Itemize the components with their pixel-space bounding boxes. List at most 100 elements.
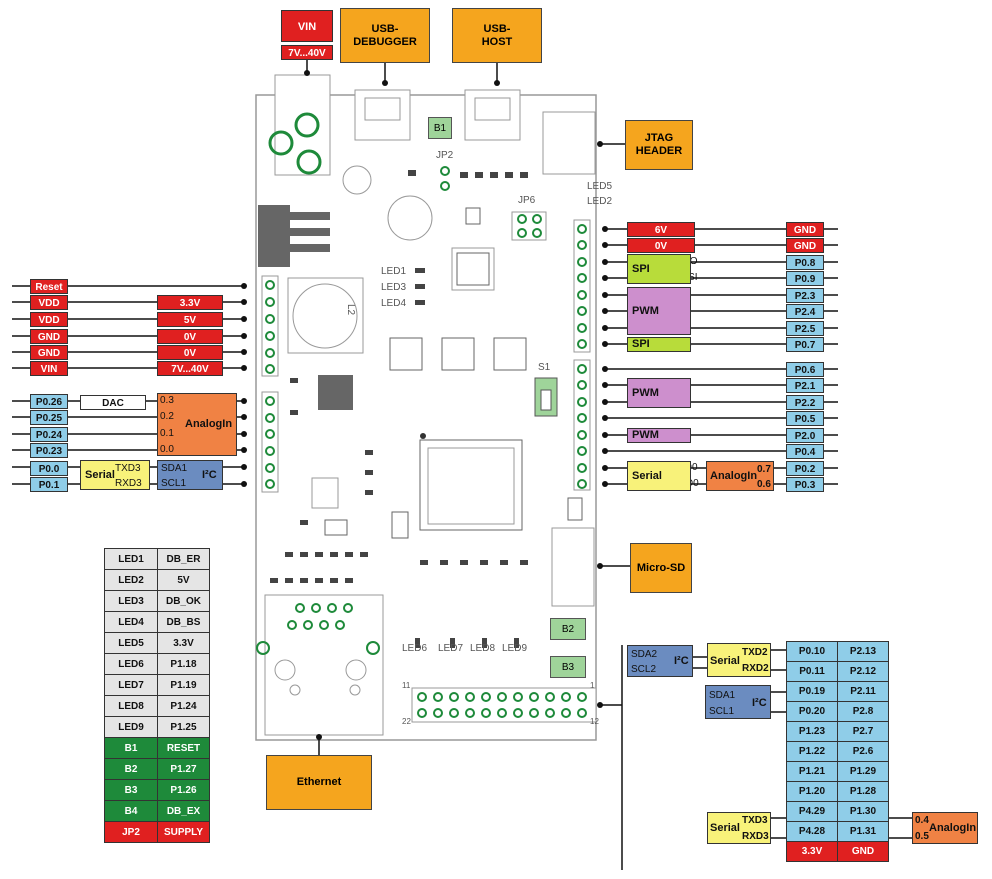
power-pin-name: VDD (30, 312, 68, 327)
txd3-left: TXD3 (115, 463, 141, 474)
ethernet-label: Ethernet (266, 755, 372, 810)
left-power-dot (241, 333, 247, 339)
spi-label-1: SPI (632, 263, 650, 275)
serial-right-label: Serial (632, 470, 662, 482)
led1-silk: LED1 (381, 266, 407, 277)
l2-silk: L2 (345, 303, 357, 316)
header-pin-left: P0.19 (786, 681, 838, 702)
vin-range-label: 7V...40V (281, 45, 333, 60)
right-pin-name: P2.5 (786, 321, 824, 336)
legend-value: P1.24 (157, 695, 210, 717)
legend-name: B2 (104, 758, 158, 780)
legend-value: DB_OK (157, 590, 210, 612)
serial-left-box: Serial TXD3 RXD3 (80, 460, 150, 490)
header-pin-hole (561, 692, 571, 702)
serial2-box: Serial TXD2 RXD2 (707, 643, 771, 677)
led8-silk: LED8 (470, 643, 496, 654)
power-pin-name: GND (30, 329, 68, 344)
left-analog-dot (241, 431, 247, 437)
legend-name: LED7 (104, 674, 158, 696)
header-pin-hole (481, 708, 491, 718)
header-pin-hole (513, 692, 523, 702)
analog-in-left-box: AnalogIn (157, 393, 237, 456)
header-pin-left: P1.21 (786, 761, 838, 782)
legend-value: SUPPLY (157, 821, 210, 843)
header-pin-right: P2.6 (837, 741, 889, 762)
header-pin-hole (529, 692, 539, 702)
i2c1-box: SDA1 SCL1 I²C (705, 685, 771, 719)
right-pin-dot (602, 259, 608, 265)
spi-box-2: SPI (627, 337, 691, 352)
pin-p0-1: P0.1 (30, 477, 68, 492)
legend-name: LED6 (104, 653, 158, 675)
right-pin-name: P0.7 (786, 337, 824, 352)
left-power-dot (241, 316, 247, 322)
txd3-label: TXD3 (742, 815, 768, 826)
legend-value: DB_BS (157, 611, 210, 633)
button-b3[interactable]: B3 (550, 656, 586, 678)
pwm-label-2: PWM (632, 387, 659, 399)
header-pin-right: P2.12 (837, 661, 889, 682)
pwm-box-2: PWM (627, 378, 691, 408)
right-pin-name: P2.4 (786, 304, 824, 319)
header-pin-hole (529, 708, 539, 718)
legend-value: P1.18 (157, 653, 210, 675)
left-power-dot (241, 365, 247, 371)
led3-silk: LED3 (381, 282, 407, 293)
header-pin-22: 22 (402, 717, 411, 726)
usb-debugger-label: USB- DEBUGGER (340, 8, 430, 63)
analog-pin-name: P0.24 (30, 427, 68, 442)
led7-silk: LED7 (438, 643, 464, 654)
header-pin-right: P1.31 (837, 821, 889, 842)
right-pin-dot (602, 275, 608, 281)
header-pin-left: P0.11 (786, 661, 838, 682)
header-pin-hole (545, 692, 555, 702)
header-pin-left: P4.28 (786, 821, 838, 842)
header-pin-12: 12 (590, 717, 599, 726)
usb-host-label: USB- HOST (452, 8, 542, 63)
analog-channel: 0.1 (160, 428, 174, 439)
header-pin-hole (577, 708, 587, 718)
s1-silk: S1 (538, 362, 551, 373)
header-pin-left: P1.22 (786, 741, 838, 762)
right-power-gnd: GND (786, 222, 824, 237)
header-pin-hole (561, 708, 571, 718)
legend-value: 5V (157, 569, 210, 591)
scl1-left: SCL1 (161, 478, 187, 489)
power-pin-value: 0V (157, 329, 223, 344)
button-b1[interactable]: B1 (428, 117, 452, 139)
jtag-header-label: JTAG HEADER (625, 120, 693, 170)
pwm-box-1: PWM (627, 287, 691, 335)
header-pin-left: P4.29 (786, 801, 838, 822)
i2c1-label: I²C (752, 697, 767, 709)
power-pin-name: Reset (30, 279, 68, 294)
header-pin-hole (497, 692, 507, 702)
button-b2[interactable]: B2 (550, 618, 586, 640)
analog-pin-name: P0.25 (30, 410, 68, 425)
right-pin-name: P0.8 (786, 255, 824, 270)
legend-name: LED8 (104, 695, 158, 717)
right-pin-dot (602, 399, 608, 405)
micro-sd-label: Micro-SD (630, 543, 692, 593)
right-pin-dot (602, 292, 608, 298)
right-pin-dot (602, 448, 608, 454)
legend-value: 3.3V (157, 632, 210, 654)
legend-value: P1.19 (157, 674, 210, 696)
header-pin-hole (545, 708, 555, 718)
header-pin-1: 1 (590, 681, 595, 690)
right-power-value: 6V (627, 222, 695, 237)
